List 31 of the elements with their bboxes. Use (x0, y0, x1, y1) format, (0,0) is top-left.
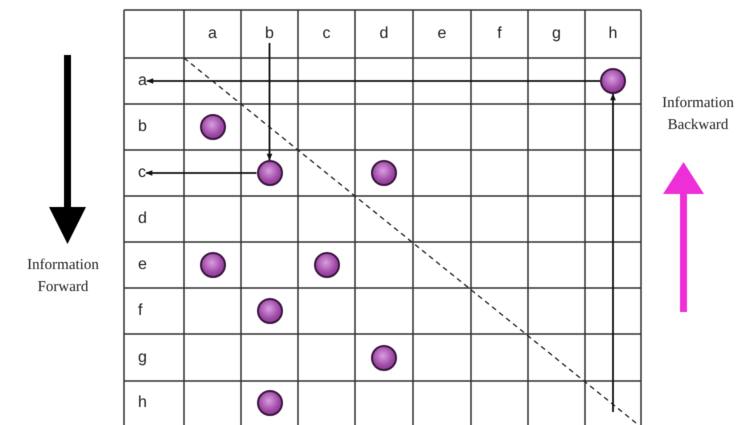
arrow (610, 93, 616, 412)
dependency-dot (256, 390, 282, 416)
matrix-heading: g (552, 25, 561, 43)
direction-label: Information Forward (26, 256, 100, 297)
matrix-heading: d (380, 25, 388, 43)
matrix-heading: f (138, 302, 142, 320)
dependency-dot (314, 252, 340, 278)
matrix-heading: a (138, 72, 147, 90)
matrix-heading: g (138, 348, 147, 366)
dependency-dot (371, 344, 397, 370)
dependency-dot (256, 298, 282, 324)
matrix-heading: h (608, 25, 618, 43)
direction-label: Information Backward (661, 94, 735, 135)
arrow (146, 78, 600, 84)
dependency-dot (600, 68, 626, 94)
matrix-heading: c (322, 25, 330, 43)
matrix-heading: d (138, 210, 147, 228)
matrix-heading: b (265, 25, 274, 43)
dependency-dot (256, 160, 282, 186)
matrix-heading: e (138, 256, 147, 274)
arrow (266, 43, 272, 161)
matrix-heading: h (138, 394, 147, 412)
dependency-dot (200, 114, 226, 140)
matrix-heading: e (438, 25, 446, 43)
matrix-heading: f (497, 25, 502, 43)
matrix-heading: a (208, 25, 217, 43)
dependency-dot (371, 160, 397, 186)
arrow (145, 170, 256, 176)
dependency-dot (200, 252, 226, 278)
matrix-heading: c (138, 164, 146, 182)
matrix-heading: b (138, 118, 147, 136)
